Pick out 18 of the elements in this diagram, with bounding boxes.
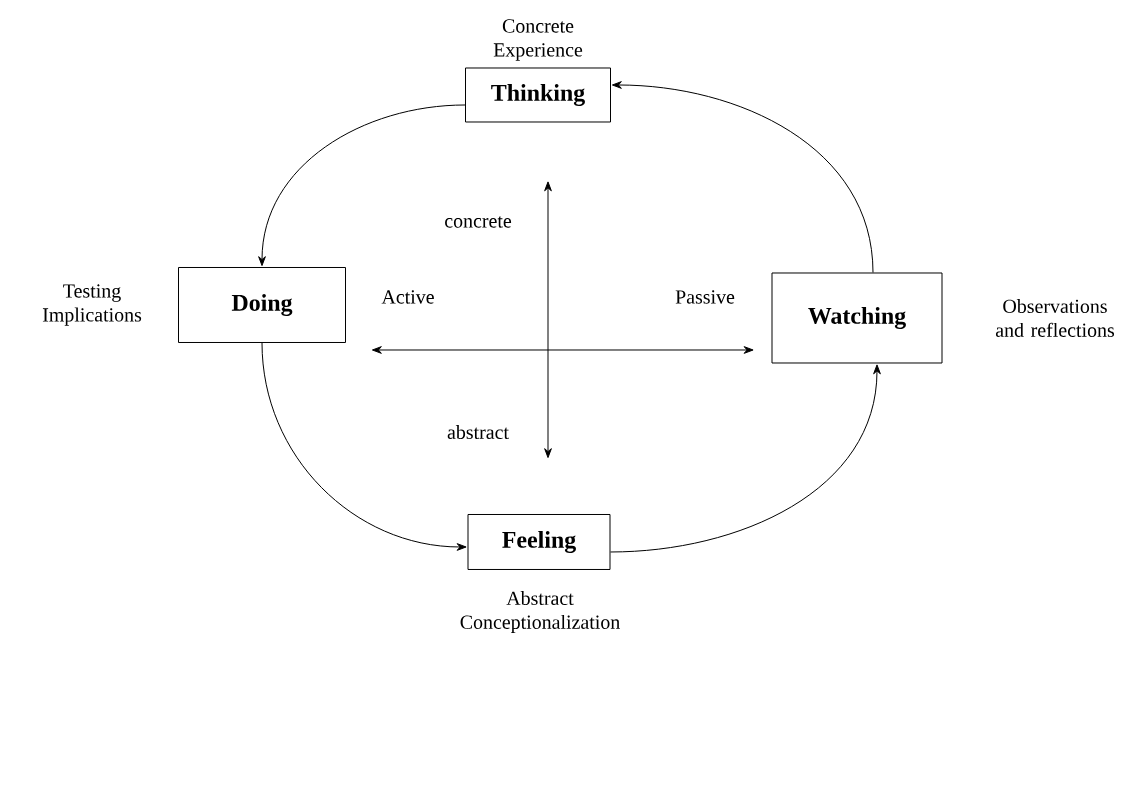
caption-text: Observations and reflections xyxy=(995,299,1115,337)
axis-label: abstract xyxy=(447,424,509,439)
axis-label: Active xyxy=(381,290,434,304)
double-arrow xyxy=(371,346,754,354)
arrow xyxy=(610,364,881,553)
process-box: Feeling xyxy=(467,514,611,570)
arrow xyxy=(258,104,466,267)
arrow xyxy=(261,342,467,551)
axis-label: Passive xyxy=(675,290,735,304)
caption-text: Testing Implications xyxy=(42,284,142,326)
process-box: Watching xyxy=(771,272,943,364)
process-box: Doing xyxy=(178,267,346,343)
caption-text: Concrete Experience xyxy=(493,19,583,61)
double-arrow xyxy=(544,181,552,459)
arrow xyxy=(611,81,874,273)
caption-text: Abstract Conceptionalization xyxy=(460,591,620,633)
axis-label: concrete xyxy=(445,216,512,228)
process-box: Thinking xyxy=(465,67,611,123)
